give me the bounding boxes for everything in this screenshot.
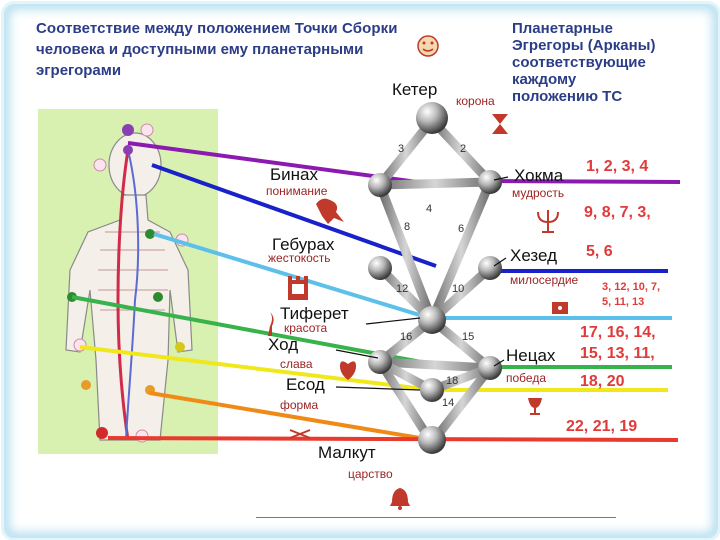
hourglass-icon — [492, 114, 508, 134]
title-line-1: Соответствие между положением Точки Сбор… — [36, 20, 398, 37]
path-number: 14 — [442, 397, 454, 409]
diagram-baseline — [256, 517, 616, 518]
sephira-tiferet: Тиферет — [280, 304, 349, 323]
sphere-malkuth — [418, 426, 446, 454]
sephira-yesod-meaning: форма — [280, 398, 318, 412]
sephira-binah: Бинах — [270, 165, 318, 184]
sphere-yesod — [420, 378, 444, 402]
arcana-geburah-line2: 5, 11, 13 — [602, 296, 644, 308]
sephira-chesed-meaning: милосердие — [510, 273, 579, 287]
level-line-violet-right — [479, 179, 681, 184]
arcana-title-line: Планетарные — [512, 20, 613, 37]
arcana-chesed: 5, 6 — [586, 243, 613, 260]
sphere-chokmah — [478, 170, 502, 194]
sephira-chesed: Хезед — [510, 246, 557, 265]
path-numbers: 3 2 4 6 8 12 10 16 15 18 14 — [396, 143, 474, 409]
path-number: 16 — [400, 331, 412, 343]
scales-icon — [289, 429, 311, 439]
sephira-netzach-meaning: победа — [506, 371, 546, 385]
sephira-binah-meaning: понимание — [266, 184, 328, 198]
sphere-tiferet — [418, 306, 446, 334]
bell-icon — [390, 488, 410, 510]
smiley-icon — [417, 35, 439, 57]
candelabra-icon — [537, 210, 559, 233]
title-line-2: человека и доступными ему планетарными э… — [36, 41, 364, 79]
sphere-netzach — [478, 356, 502, 380]
arcana-tiferet-line1: 17, 16, 14, — [580, 324, 656, 341]
sephira-chokmah: Хокма — [514, 166, 564, 185]
path-number: 3 — [398, 143, 404, 155]
sphere-geburah — [368, 256, 392, 280]
sephira-netzach: Нецах — [506, 346, 556, 365]
path-number: 18 — [446, 375, 458, 387]
sephira-hod: Ход — [268, 335, 298, 354]
sphere-hod — [368, 350, 392, 374]
path-number: 8 — [404, 221, 410, 233]
arcana-title-line: положению ТС — [512, 88, 623, 105]
level-line-lightblue — [153, 232, 437, 322]
slide-title: Соответствие между положением Точки Сбор… — [36, 18, 416, 81]
level-line-orange — [149, 391, 433, 442]
path-number: 6 — [458, 223, 464, 235]
flag-icon — [552, 302, 568, 314]
sephira-malkuth: Малкут — [318, 443, 376, 462]
sephira-keter: Кетер — [392, 80, 437, 99]
path-number: 4 — [426, 203, 432, 215]
arcana-chokmah: 1, 2, 3, 4 — [586, 158, 648, 175]
path-number: 10 — [452, 283, 464, 295]
level-lines — [71, 141, 681, 442]
tree-paths — [375, 115, 495, 445]
sephira-keter-meaning: корона — [456, 94, 495, 108]
level-line-red — [107, 436, 679, 442]
sephira-yesod: Есод — [286, 375, 325, 394]
castle-icon — [288, 276, 308, 300]
sephira-malkuth-meaning: царство — [348, 467, 393, 481]
sphere-keter — [416, 102, 448, 134]
path-number: 2 — [460, 143, 466, 155]
sphere-binah — [368, 173, 392, 197]
arcana-title-line: Эгрегоры (Арканы) — [512, 37, 656, 54]
heart-icon — [340, 361, 356, 380]
arcana-binah: 9, 8, 7, 3, — [584, 204, 651, 221]
arcana-tiferet-line2: 15, 13, 11, — [580, 345, 655, 362]
arcana-title-line: соответствующие — [512, 54, 646, 71]
sephira-tiferet-meaning: красота — [284, 321, 328, 335]
label-pointers — [335, 176, 509, 391]
sephira-hod-meaning: слава — [280, 357, 313, 371]
path-number: 12 — [396, 283, 408, 295]
cup-icon — [528, 398, 542, 415]
arcana-geburah-line1: 3, 12, 10, 7, — [602, 281, 660, 293]
spine — [116, 149, 130, 441]
torch-icon — [268, 312, 274, 336]
level-line-green — [71, 295, 433, 366]
level-line-yellow — [79, 345, 433, 392]
level-line-blue — [151, 163, 437, 268]
arcana-column-title: Планетарные Эгрегоры (Арканы) соответств… — [512, 20, 692, 105]
path-number: 15 — [462, 331, 474, 343]
sephira-spheres — [368, 102, 502, 454]
sphere-chesed — [478, 256, 502, 280]
human-figure — [65, 132, 193, 441]
lion-icon — [316, 198, 344, 224]
arcana-malkuth: 22, 21, 19 — [566, 418, 637, 435]
sephira-geburah: Гебурах — [272, 235, 335, 254]
sephira-chokmah-meaning: мудрость — [512, 186, 564, 200]
arcana-yesod: 18, 20 — [580, 373, 625, 390]
arcana-title-line: каждому — [512, 71, 577, 88]
sephira-geburah-meaning: жестокость — [268, 251, 331, 265]
